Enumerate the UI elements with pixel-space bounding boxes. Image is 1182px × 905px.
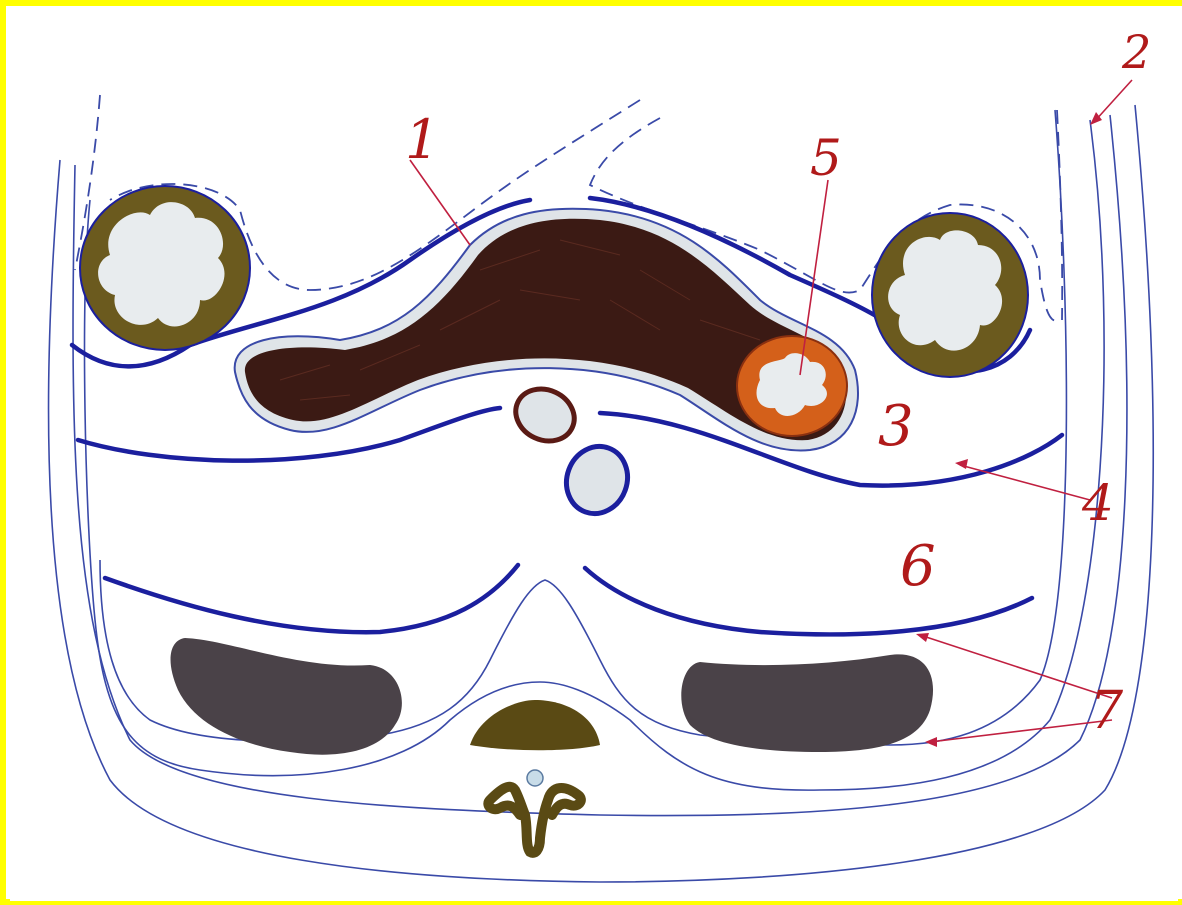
label-3: 3 — [878, 394, 914, 459]
label-1: 1 — [405, 108, 439, 171]
pointer-4 — [960, 465, 1090, 500]
duodenum-segment — [737, 336, 847, 436]
inferior-vena-cava — [557, 438, 637, 522]
label-5: 5 — [810, 129, 842, 187]
arrowhead-7a — [916, 633, 929, 642]
kidney-left — [171, 638, 402, 755]
vertebra — [470, 700, 600, 853]
pointer-1 — [410, 160, 470, 245]
vessels — [507, 380, 637, 523]
label-2: 2 — [1121, 25, 1151, 79]
arrowhead-2 — [1090, 112, 1102, 125]
label-6: 6 — [900, 534, 936, 599]
fascia-lower-left — [105, 565, 518, 632]
arrowhead-7b — [925, 737, 937, 747]
diagram-canvas: 1 2 3 4 5 6 7 — [10, 10, 1178, 901]
fascia-lower-right — [585, 568, 1032, 634]
cross-section-drawing: 1 2 3 4 5 6 7 — [10, 10, 1178, 901]
label-4: 4 — [1081, 474, 1114, 532]
vertebral-arch — [488, 787, 581, 853]
kidney-right — [681, 654, 933, 752]
pointer-2 — [1094, 80, 1132, 122]
colon-right — [872, 213, 1028, 377]
vertebral-body — [470, 700, 600, 750]
label-7: 7 — [1090, 681, 1124, 741]
arrowhead-4 — [955, 459, 968, 469]
colon-left — [80, 186, 250, 350]
portal-vein — [507, 380, 583, 451]
spinal-canal — [527, 770, 543, 786]
pointer-7a — [920, 635, 1112, 698]
